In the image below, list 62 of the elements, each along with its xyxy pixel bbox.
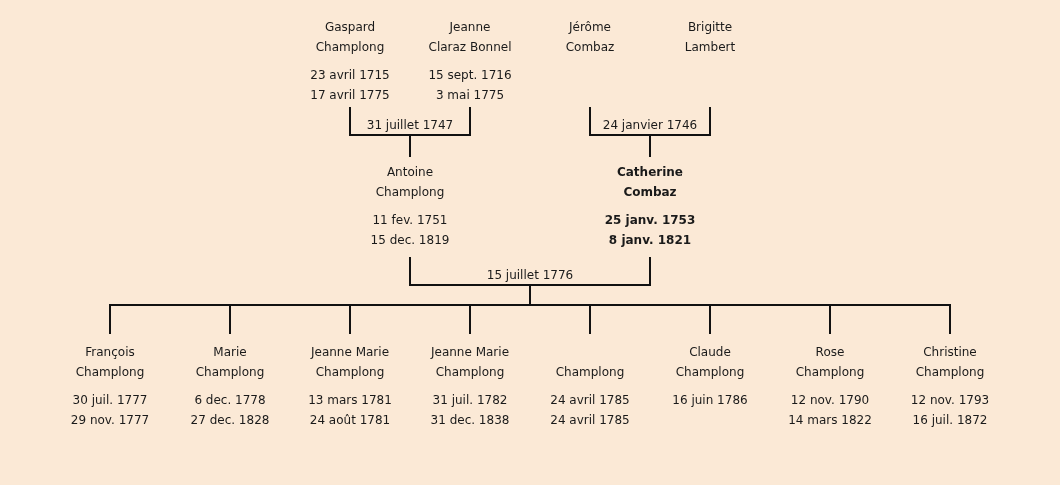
connector-line: [229, 304, 351, 306]
connector-line: [829, 304, 831, 334]
connector-line: [529, 257, 651, 286]
date-text: 16 juin 1786: [672, 392, 748, 409]
person-name: Catherine Combaz: [616, 164, 683, 201]
date-text: 12 nov. 1790: [790, 392, 870, 409]
person-name: Gaspard Champlong: [315, 19, 385, 56]
connector-line: [589, 304, 711, 306]
person-name: Jeanne Marie Champlong: [430, 344, 509, 381]
connector-line: [349, 107, 411, 136]
connector-line: [409, 107, 471, 136]
person-name: Brigitte Lambert: [684, 19, 736, 56]
date-text: 31 juil. 1782: [432, 392, 508, 409]
date-text: 24 avril 1785: [550, 392, 630, 409]
date-text: 12 nov. 1793: [910, 392, 990, 409]
person-name: Jérôme Combaz: [565, 19, 615, 56]
connector-line: [829, 304, 951, 334]
connector-line: [229, 304, 231, 334]
date-text: 11 fev. 1751: [372, 212, 448, 229]
date-text: 29 nov. 1777: [70, 412, 150, 429]
date-text: 16 juil. 1872: [912, 412, 988, 429]
connector-line: [589, 304, 591, 334]
date-text: 8 janv. 1821: [608, 232, 692, 249]
date-text: 15 sept. 1716: [428, 67, 512, 84]
date-text: 3 mai 1775: [435, 87, 505, 104]
edge-label: 24 janvier 1746: [600, 117, 700, 133]
connector-line: [409, 134, 411, 157]
person-name: Rose Champlong: [795, 344, 865, 381]
date-text: 23 avril 1715: [310, 67, 390, 84]
person-name: Christine Champlong: [915, 344, 985, 381]
connector-line: [109, 304, 231, 334]
person-name: Antoine Champlong: [375, 164, 445, 201]
date-text: 15 dec. 1819: [370, 232, 450, 249]
connector-line: [469, 304, 531, 306]
person-name: Claude Champlong: [675, 344, 745, 381]
date-text: 17 avril 1775: [310, 87, 390, 104]
date-text: 6 dec. 1778: [194, 392, 266, 409]
date-text: 30 juil. 1777: [72, 392, 148, 409]
edge-label: 31 juillet 1747: [364, 117, 456, 133]
connector-line: [349, 304, 471, 306]
date-text: 27 dec. 1828: [190, 412, 270, 429]
connector-line: [649, 134, 651, 157]
date-text: 13 mars 1781: [308, 392, 392, 409]
connector-line: [529, 284, 531, 306]
connector-line: [589, 107, 651, 136]
connector-line: [649, 107, 711, 136]
connector-line: [709, 304, 711, 334]
person-name: François Champlong: [75, 344, 145, 381]
date-text: 14 mars 1822: [788, 412, 872, 429]
connector-line: [469, 304, 471, 334]
connector-line: [709, 304, 831, 306]
connector-line: [529, 304, 591, 306]
date-text: 25 janv. 1753: [604, 212, 696, 229]
person-name: Jeanne Claraz Bonnel: [428, 19, 512, 56]
person-name: Marie Champlong: [195, 344, 265, 381]
person-name: Jeanne Marie Champlong: [310, 344, 389, 381]
person-name: Champlong: [555, 364, 625, 381]
date-text: 31 dec. 1838: [430, 412, 510, 429]
connector-line: [409, 257, 531, 286]
date-text: 24 août 1781: [309, 412, 391, 429]
connector-line: [349, 304, 351, 334]
date-text: 24 avril 1785: [550, 412, 630, 429]
